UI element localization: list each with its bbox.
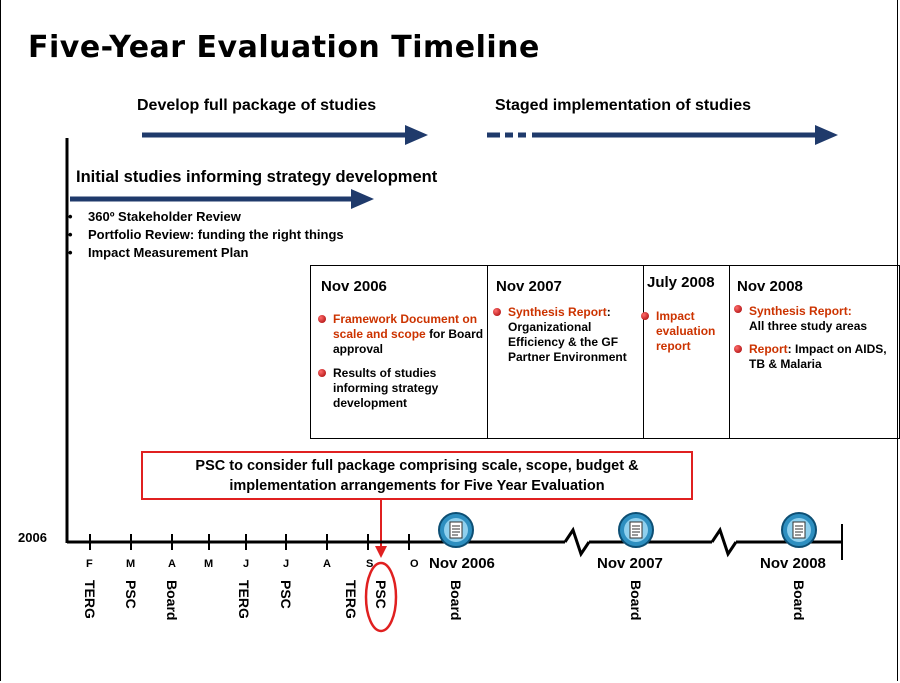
- month-label: A: [323, 558, 331, 570]
- document-icon-2007: [618, 512, 654, 548]
- month-label: J: [243, 558, 250, 570]
- month-label: M: [126, 558, 136, 570]
- develop-arrow: [142, 125, 428, 145]
- month-label: J: [283, 558, 290, 570]
- meeting-label: PSC: [278, 580, 294, 609]
- timeline-ticks: [89, 524, 843, 560]
- milestone-table: Nov 2006 Nov 2007 July 2008 Nov 2008 Fra…: [310, 265, 900, 439]
- meeting-label: Board: [791, 580, 807, 621]
- col3-header: July 2008: [647, 274, 715, 291]
- staged-arrow: [487, 125, 838, 145]
- meeting-label: Board: [628, 580, 644, 621]
- col3-item1: Impact evaluation report: [641, 309, 726, 354]
- bullet-ball: [493, 308, 501, 316]
- col1-item2: Results of studies informing strategy de…: [318, 366, 483, 411]
- date-label: Nov 2006: [429, 555, 495, 572]
- month-label: A: [168, 558, 176, 570]
- meeting-label: PSC: [123, 580, 139, 609]
- date-label: Nov 2007: [597, 555, 663, 572]
- bullet-stakeholder: •360º Stakeholder Review: [68, 209, 241, 224]
- month-label: F: [86, 558, 93, 570]
- meeting-label: Board: [448, 580, 464, 621]
- meeting-label: PSC: [373, 580, 389, 609]
- col2-item1: Synthesis Report: Organizational Efficie…: [493, 305, 648, 365]
- col1-item1: Framework Document on scale and scope fo…: [318, 312, 491, 357]
- column-divider: [487, 266, 488, 438]
- col1-header: Nov 2006: [321, 278, 387, 295]
- month-label: S: [366, 558, 374, 570]
- psc-connector-arrow: [375, 500, 387, 558]
- bullet-ball: [734, 305, 742, 313]
- bullet-ball: [641, 312, 649, 320]
- col4-header: Nov 2008: [737, 278, 803, 295]
- develop-label: Develop full package of studies: [137, 97, 377, 114]
- bullet-ball: [318, 369, 326, 377]
- bullet-ball: [734, 345, 742, 353]
- bullet-ball: [318, 315, 326, 323]
- initial-label: Initial studies informing strategy devel…: [76, 168, 438, 186]
- col4-item2: Report: Impact on AIDS, TB & Malaria: [734, 342, 894, 372]
- document-icon-2008: [781, 512, 817, 548]
- bullet-impact-plan: •Impact Measurement Plan: [68, 245, 249, 260]
- col4-item1: Synthesis Report: All three study areas: [734, 304, 899, 334]
- psc-note-box: PSC to consider full package comprising …: [141, 451, 693, 500]
- initial-arrow: [70, 189, 374, 209]
- meeting-label: TERG: [236, 580, 252, 619]
- meeting-label: TERG: [343, 580, 359, 619]
- column-divider: [643, 266, 644, 438]
- col2-header: Nov 2007: [496, 278, 562, 295]
- psc-highlight-circle: [364, 561, 398, 633]
- date-label: Nov 2008: [760, 555, 826, 572]
- month-label: O: [410, 558, 419, 570]
- meeting-label: Board: [164, 580, 180, 621]
- document-icon-2006: [438, 512, 474, 548]
- meeting-label: TERG: [82, 580, 98, 619]
- bullet-portfolio: •Portfolio Review: funding the right thi…: [68, 227, 344, 242]
- start-year: 2006: [18, 530, 47, 545]
- page-title: Five-Year Evaluation Timeline: [28, 30, 540, 65]
- staged-label: Staged implementation of studies: [495, 97, 752, 114]
- column-divider: [729, 266, 730, 438]
- month-label: M: [204, 558, 214, 570]
